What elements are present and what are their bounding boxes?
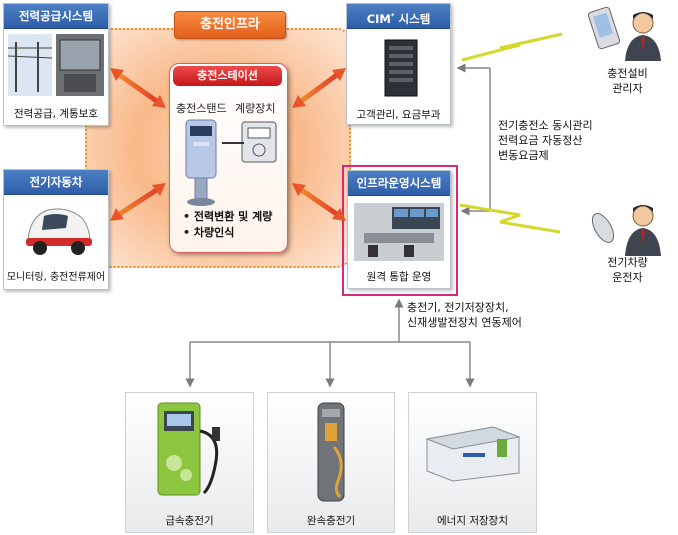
- stand-meter-link: [222, 142, 244, 144]
- energy-storage-image: [425, 426, 521, 482]
- fast-charger-label: 급속충전기: [165, 515, 214, 527]
- fast-charger-image: [157, 402, 220, 496]
- manager-label-line2: 관리자: [612, 82, 643, 95]
- slow-charger-label: 완속충전기: [306, 515, 356, 527]
- ops-system-box: 인프라운영시스템 원격 통합 운영: [347, 170, 451, 289]
- control-line2: 신재생발전장치 연동제어: [407, 316, 522, 329]
- control-room-image: [354, 203, 444, 261]
- meter-label: 계량장치: [235, 102, 276, 115]
- manager-label-line1: 충전설비: [607, 67, 648, 80]
- management-line2: 전력요금 자동정산: [498, 134, 583, 147]
- power-line-image: [8, 34, 104, 96]
- slow-charger-box: 완속충전기: [267, 392, 395, 533]
- cim-title-text: CIM: [366, 11, 391, 26]
- stand-label: 충전스탠드: [176, 102, 227, 115]
- station-bullet-1: • 전력변환 및 계량: [183, 210, 273, 223]
- power-supply-caption: 전력공급, 계통보호: [14, 108, 98, 120]
- driver-label-line2: 운전자: [612, 271, 643, 284]
- management-text: 전기충전소 동시관리 전력요금 자동정산 변동요금제: [498, 118, 593, 163]
- driver-label-line1: 전기차량: [607, 256, 648, 269]
- infra-title: 충전인프라: [174, 11, 286, 39]
- power-supply-system-title: 전력공급시스템: [4, 4, 108, 29]
- ops-system-title: 인프라운영시스템: [348, 171, 450, 196]
- fast-charger-box: 급속충전기: [125, 392, 254, 533]
- charging-station-title: 충전스테이션: [173, 66, 282, 86]
- ops-caption: 원격 통합 운영: [366, 271, 432, 283]
- charging-stand-image: [185, 119, 217, 206]
- control-text: 충전기, 전기저장장치, 신재생발전장치 연동제어: [407, 300, 522, 330]
- station-bullet-2: • 차량인식: [183, 226, 235, 239]
- management-line3: 변동요금제: [498, 149, 549, 162]
- energy-storage-label: 에너지 저장장치: [437, 515, 508, 527]
- energy-storage-box: 에너지 저장장치: [408, 392, 537, 533]
- ev-system-title: 전기자동차: [4, 170, 108, 195]
- cim-title-suffix: 시스템: [394, 11, 431, 26]
- cim-title-sup: *: [390, 12, 395, 20]
- control-line1: 충전기, 전기저장장치,: [407, 301, 509, 314]
- ops-system-outer: [342, 165, 458, 296]
- cim-system-box: CIM* 시스템 고객관리, 요금부과: [346, 3, 451, 125]
- slow-charger-image: [317, 402, 345, 502]
- server-image: [384, 39, 418, 97]
- meter-image: [241, 121, 277, 163]
- ev-car-image: [26, 208, 92, 255]
- cim-caption: 고객관리, 요금부과: [356, 109, 441, 121]
- ev-system-box: 전기자동차 모니터링, 충전전류제어: [3, 169, 109, 290]
- manager-person-icon: [587, 6, 661, 61]
- management-line1: 전기충전소 동시관리: [498, 119, 593, 132]
- driver-label: 전기차량 운전자: [585, 255, 670, 285]
- manager-label: 충전설비 관리자: [585, 66, 670, 96]
- power-supply-system-box: 전력공급시스템 전력공급, 계통보호: [3, 3, 109, 126]
- ev-caption: 모니터링, 충전전류제어: [6, 272, 106, 283]
- cim-system-title: CIM* 시스템: [347, 4, 450, 29]
- driver-person-icon: [591, 205, 661, 256]
